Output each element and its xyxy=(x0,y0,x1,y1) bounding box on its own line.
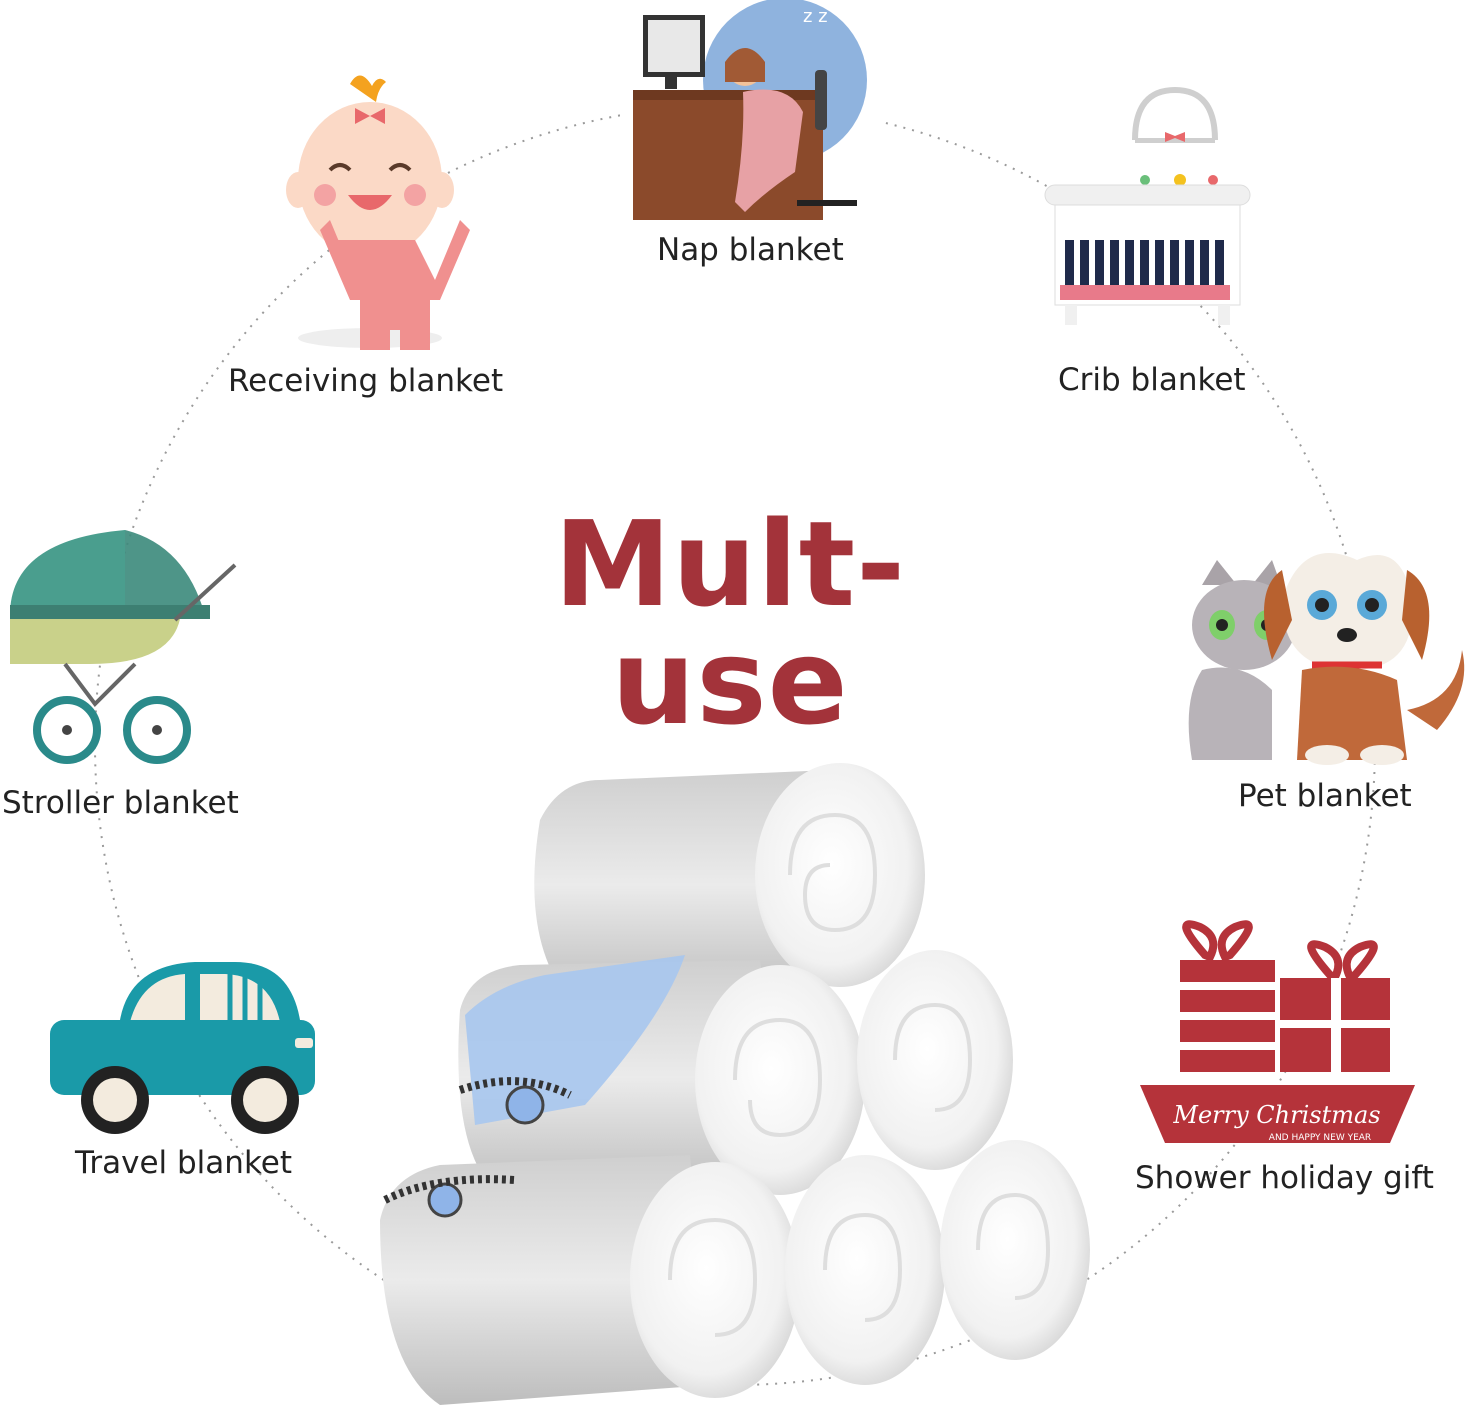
use-label-nap: Nap blanket xyxy=(657,232,844,268)
baby-stroller-icon xyxy=(10,530,237,764)
use-gift: Merry Christmas AND HAPPY NEW YEAR Showe… xyxy=(1130,920,1434,1205)
crib-icon xyxy=(1044,87,1251,325)
gift-box-line2: AND HAPPY NEW YEAR xyxy=(1269,1133,1371,1143)
use-label-stroller: Stroller blanket xyxy=(2,785,239,821)
sleeping-office-worker-icon: z z xyxy=(633,0,867,220)
use-crib: Crib blanket xyxy=(1030,80,1270,410)
use-nap: z z Nap blanket xyxy=(620,0,880,275)
use-travel: Travel blanket xyxy=(40,960,330,1190)
use-label-gift: Shower holiday gift xyxy=(1135,1160,1434,1196)
svg-text:z z: z z xyxy=(803,6,828,27)
headline: Mult-use xyxy=(553,495,907,751)
use-stroller: Stroller blanket xyxy=(0,530,260,830)
rolled-blankets-product xyxy=(380,763,1090,1405)
use-label-crib: Crib blanket xyxy=(1058,362,1246,398)
baby-girl-icon xyxy=(286,75,470,350)
use-receiving: Receiving blanket xyxy=(225,65,503,405)
christmas-gifts-icon: Merry Christmas AND HAPPY NEW YEAR xyxy=(1140,920,1415,1143)
cat-and-dog-icon xyxy=(1188,553,1465,765)
use-pet: Pet blanket xyxy=(1180,530,1475,820)
use-label-travel: Travel blanket xyxy=(75,1145,293,1181)
car-icon xyxy=(50,962,315,1134)
use-label-receiving: Receiving blanket xyxy=(228,363,504,399)
use-label-pet: Pet blanket xyxy=(1238,778,1412,814)
gift-box-line1: Merry Christmas xyxy=(1172,1101,1380,1129)
